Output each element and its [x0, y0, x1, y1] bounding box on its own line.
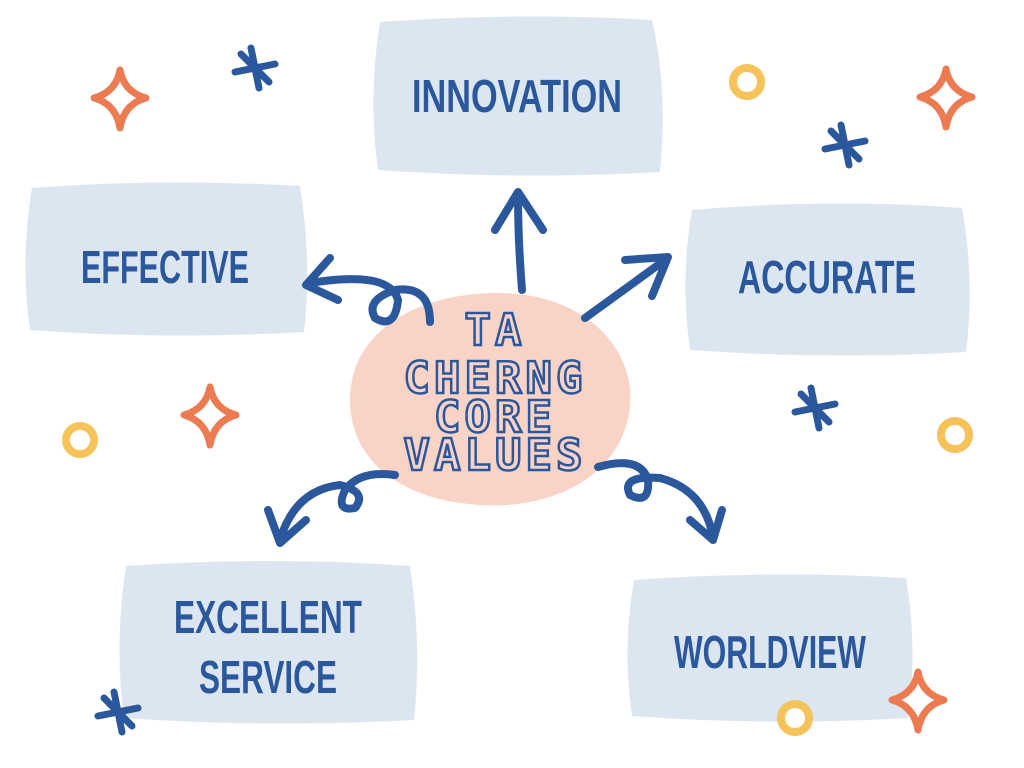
asterisk-icon — [231, 44, 279, 92]
arrow-to-accurate — [581, 253, 672, 322]
asterisk-icon — [821, 121, 869, 169]
value-label-accurate: ACCURATE — [738, 251, 916, 303]
sparkle-icon — [90, 66, 150, 132]
circle-icon — [937, 417, 973, 453]
center-title-line-3: CORE — [434, 392, 556, 443]
value-box-innovation: INNOVATION — [373, 16, 663, 176]
center-title-line-4: VALUES — [404, 430, 587, 481]
value-label-worldview: WORLDVIEW — [674, 626, 866, 678]
value-label-service: SERVICE — [199, 651, 337, 703]
value-label-innovation: INNOVATION — [412, 70, 622, 122]
center-title-line-2: CHERNG — [404, 353, 587, 404]
sparkle-icon — [180, 383, 240, 449]
sparkle-icon — [888, 668, 948, 734]
arrow-to-innovation — [491, 188, 547, 294]
value-box-effective: EFFECTIVE — [25, 182, 308, 336]
center-title-blob: TA CHERNG CORE VALUES — [350, 292, 631, 506]
asterisk-icon — [94, 688, 142, 736]
arrow-to-excellent-service — [264, 470, 399, 547]
arrow-to-worldview — [594, 459, 726, 544]
sparkle-icon — [916, 65, 976, 131]
value-box-excellent-service: EXCELLENT SERVICE — [119, 561, 418, 724]
value-label-excellent: EXCELLENT — [174, 591, 362, 643]
circle-icon — [729, 64, 765, 100]
asterisk-icon — [791, 384, 839, 432]
center-title-line-1: TA — [465, 305, 526, 356]
value-label-effective: EFFECTIVE — [81, 241, 249, 293]
circle-icon — [62, 422, 98, 458]
value-box-worldview: WORLDVIEW — [627, 574, 913, 722]
arrow-to-effective — [302, 254, 434, 326]
circle-icon — [777, 700, 813, 736]
value-box-accurate: ACCURATE — [685, 203, 970, 356]
